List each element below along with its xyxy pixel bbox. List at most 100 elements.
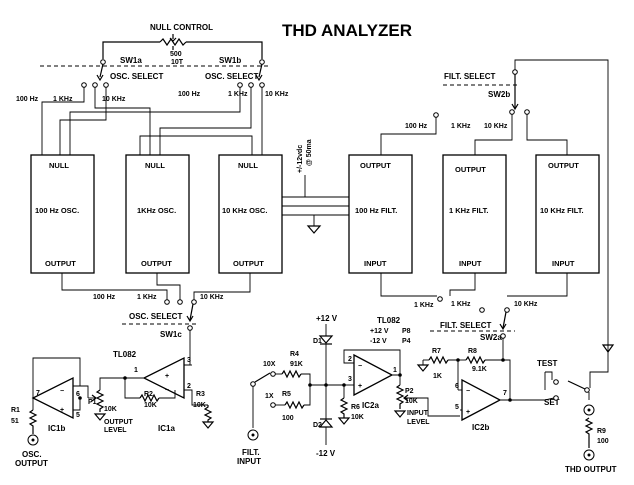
sw1a-100hz-label: 100 Hz — [16, 96, 39, 103]
ic2b-pin6: 6 — [455, 383, 459, 390]
sw2b-100hz-label: 100 Hz — [405, 123, 428, 130]
ic2a-opamp — [343, 349, 401, 398]
d2-label: D2 — [313, 422, 322, 429]
r7-value: 1K — [433, 373, 442, 380]
ic2a-pin1: 1 — [393, 367, 397, 374]
sw2a-1khz-label-left: 1 KHz — [414, 302, 434, 309]
sw3-test-label: TEST — [537, 359, 558, 368]
r1-value: 51 — [11, 418, 19, 425]
null-control-turns: 10T — [171, 59, 184, 66]
power-bus — [282, 175, 349, 234]
sw1c-100hz-label: 100 Hz — [93, 294, 116, 301]
osc-100hz-output: OUTPUT — [45, 259, 76, 268]
p1-level-label: LEVEL — [104, 427, 127, 434]
thd-output-jack — [583, 449, 595, 461]
osc-10khz-null: NULL — [238, 161, 258, 170]
r7-label: R7 — [432, 348, 441, 355]
osc-select-label-top-right: OSC. SELECT — [205, 72, 258, 81]
osc-output-label-2: OUTPUT — [15, 459, 48, 468]
osc-select-label-top-left: OSC. SELECT — [110, 72, 163, 81]
ic2-vminus-label: -12 V — [370, 338, 387, 345]
ic2a-plus: + — [358, 383, 362, 390]
r4-resistor — [275, 369, 311, 385]
osc-10khz-name: 10 KHz OSC. — [222, 206, 267, 215]
ic1b-plus: + — [60, 407, 64, 414]
p1-label: P1 — [88, 399, 97, 406]
oscillator-10khz: NULL 10 KHz OSC. OUTPUT — [218, 154, 283, 274]
ic2b-minus: − — [466, 388, 470, 395]
sw1c-10khz-label: 10 KHz — [200, 294, 224, 301]
sw2b-10khz-label: 10 KHz — [484, 123, 508, 130]
filt-1khz-output: OUTPUT — [455, 165, 486, 174]
osc-100hz-name: 100 Hz OSC. — [35, 206, 79, 215]
r4-value: 91K — [290, 361, 303, 368]
ic1a-opamp — [125, 356, 208, 406]
r3-resistor — [201, 405, 215, 429]
r6-value: 10K — [351, 414, 364, 421]
ic1a-label: IC1a — [158, 424, 175, 433]
ic1a-minus: − — [165, 387, 169, 394]
sw1a-switch — [81, 46, 109, 88]
sw1b-label: SW1b — [219, 56, 241, 65]
tl082-right-label: TL082 — [377, 316, 401, 325]
r2-resistor — [124, 378, 176, 403]
r1-label: R1 — [11, 407, 20, 414]
filter-input-wiring — [380, 273, 568, 297]
sw2b-1khz-label: 1 KHz — [451, 123, 471, 130]
ic2b-plus: + — [466, 409, 470, 416]
p2-potentiometer — [393, 384, 460, 418]
filter-output-wiring — [380, 114, 568, 155]
r9-label: R9 — [597, 428, 606, 435]
r9-value: 100 — [597, 438, 609, 445]
diagram-title: THD ANALYZER — [282, 21, 412, 40]
filt-input-jack — [247, 429, 259, 441]
ic2-vplus-label: +12 V — [370, 328, 389, 335]
osc-10khz-output: OUTPUT — [233, 259, 264, 268]
r6-resistor — [337, 397, 351, 425]
sw1b-switch — [237, 48, 265, 88]
osc-output-label-1: OSC. — [22, 450, 42, 459]
osc-select-label-bottom: OSC. SELECT — [129, 312, 182, 321]
sw3-set-label: SET — [544, 398, 560, 407]
ic1a-plus: + — [165, 373, 169, 380]
sw1c-1khz-label: 1 KHz — [137, 294, 157, 301]
r2-value: 10K — [144, 402, 157, 409]
p1-output-label: OUTPUT — [104, 419, 134, 426]
ic2a-label: IC2a — [362, 401, 379, 410]
filter-10khz: OUTPUT 10 KHz FILT. INPUT — [535, 154, 600, 274]
filter-100hz: OUTPUT 100 Hz FILT. INPUT — [348, 154, 413, 274]
filt-1khz-input: INPUT — [459, 259, 482, 268]
sw4-1x-label: 1X — [265, 393, 274, 400]
ic2-p8-label: P8 — [402, 328, 411, 335]
sw1a-10khz-label: 10 KHz — [102, 96, 126, 103]
filt-select-label-top: FILT. SELECT — [444, 72, 496, 81]
ic2a-minus: − — [358, 363, 362, 370]
p2-level-label: LEVEL — [407, 419, 430, 426]
ic2-p4-label: P4 — [402, 338, 411, 345]
d2-vminus-label: -12 V — [316, 449, 336, 458]
r5-value: 100 — [282, 415, 294, 422]
p1-value: 10K — [104, 406, 117, 413]
ic1b-pin5: 5 — [76, 412, 80, 419]
power-supply-label: +/-12vdc — [297, 145, 304, 173]
osc-100hz-null: NULL — [49, 161, 69, 170]
filt-select-label-bottom: FILT. SELECT — [440, 321, 492, 330]
null-control-value: 500 — [170, 51, 182, 58]
sw1c-label: SW1c — [160, 330, 182, 339]
r8-label: R8 — [468, 348, 477, 355]
power-current-label: @ 50ma — [306, 139, 313, 166]
ic2b-pin5: 5 — [455, 404, 459, 411]
sw1b-10khz-label: 10 KHz — [265, 91, 289, 98]
ic1b-minus: − — [60, 388, 64, 395]
null-control-potentiometer — [102, 34, 263, 48]
sw2a-10khz-label: 10 KHz — [514, 301, 538, 308]
r9-resistor — [584, 417, 594, 448]
null-wiring — [41, 87, 263, 155]
r5-label: R5 — [282, 391, 291, 398]
sw3-switch — [544, 344, 615, 401]
tl082-left-label: TL082 — [113, 350, 137, 359]
ic1b-pin6: 6 — [76, 391, 80, 398]
sw2b-label: SW2b — [488, 90, 510, 99]
null-control-label: NULL CONTROL — [150, 23, 213, 32]
